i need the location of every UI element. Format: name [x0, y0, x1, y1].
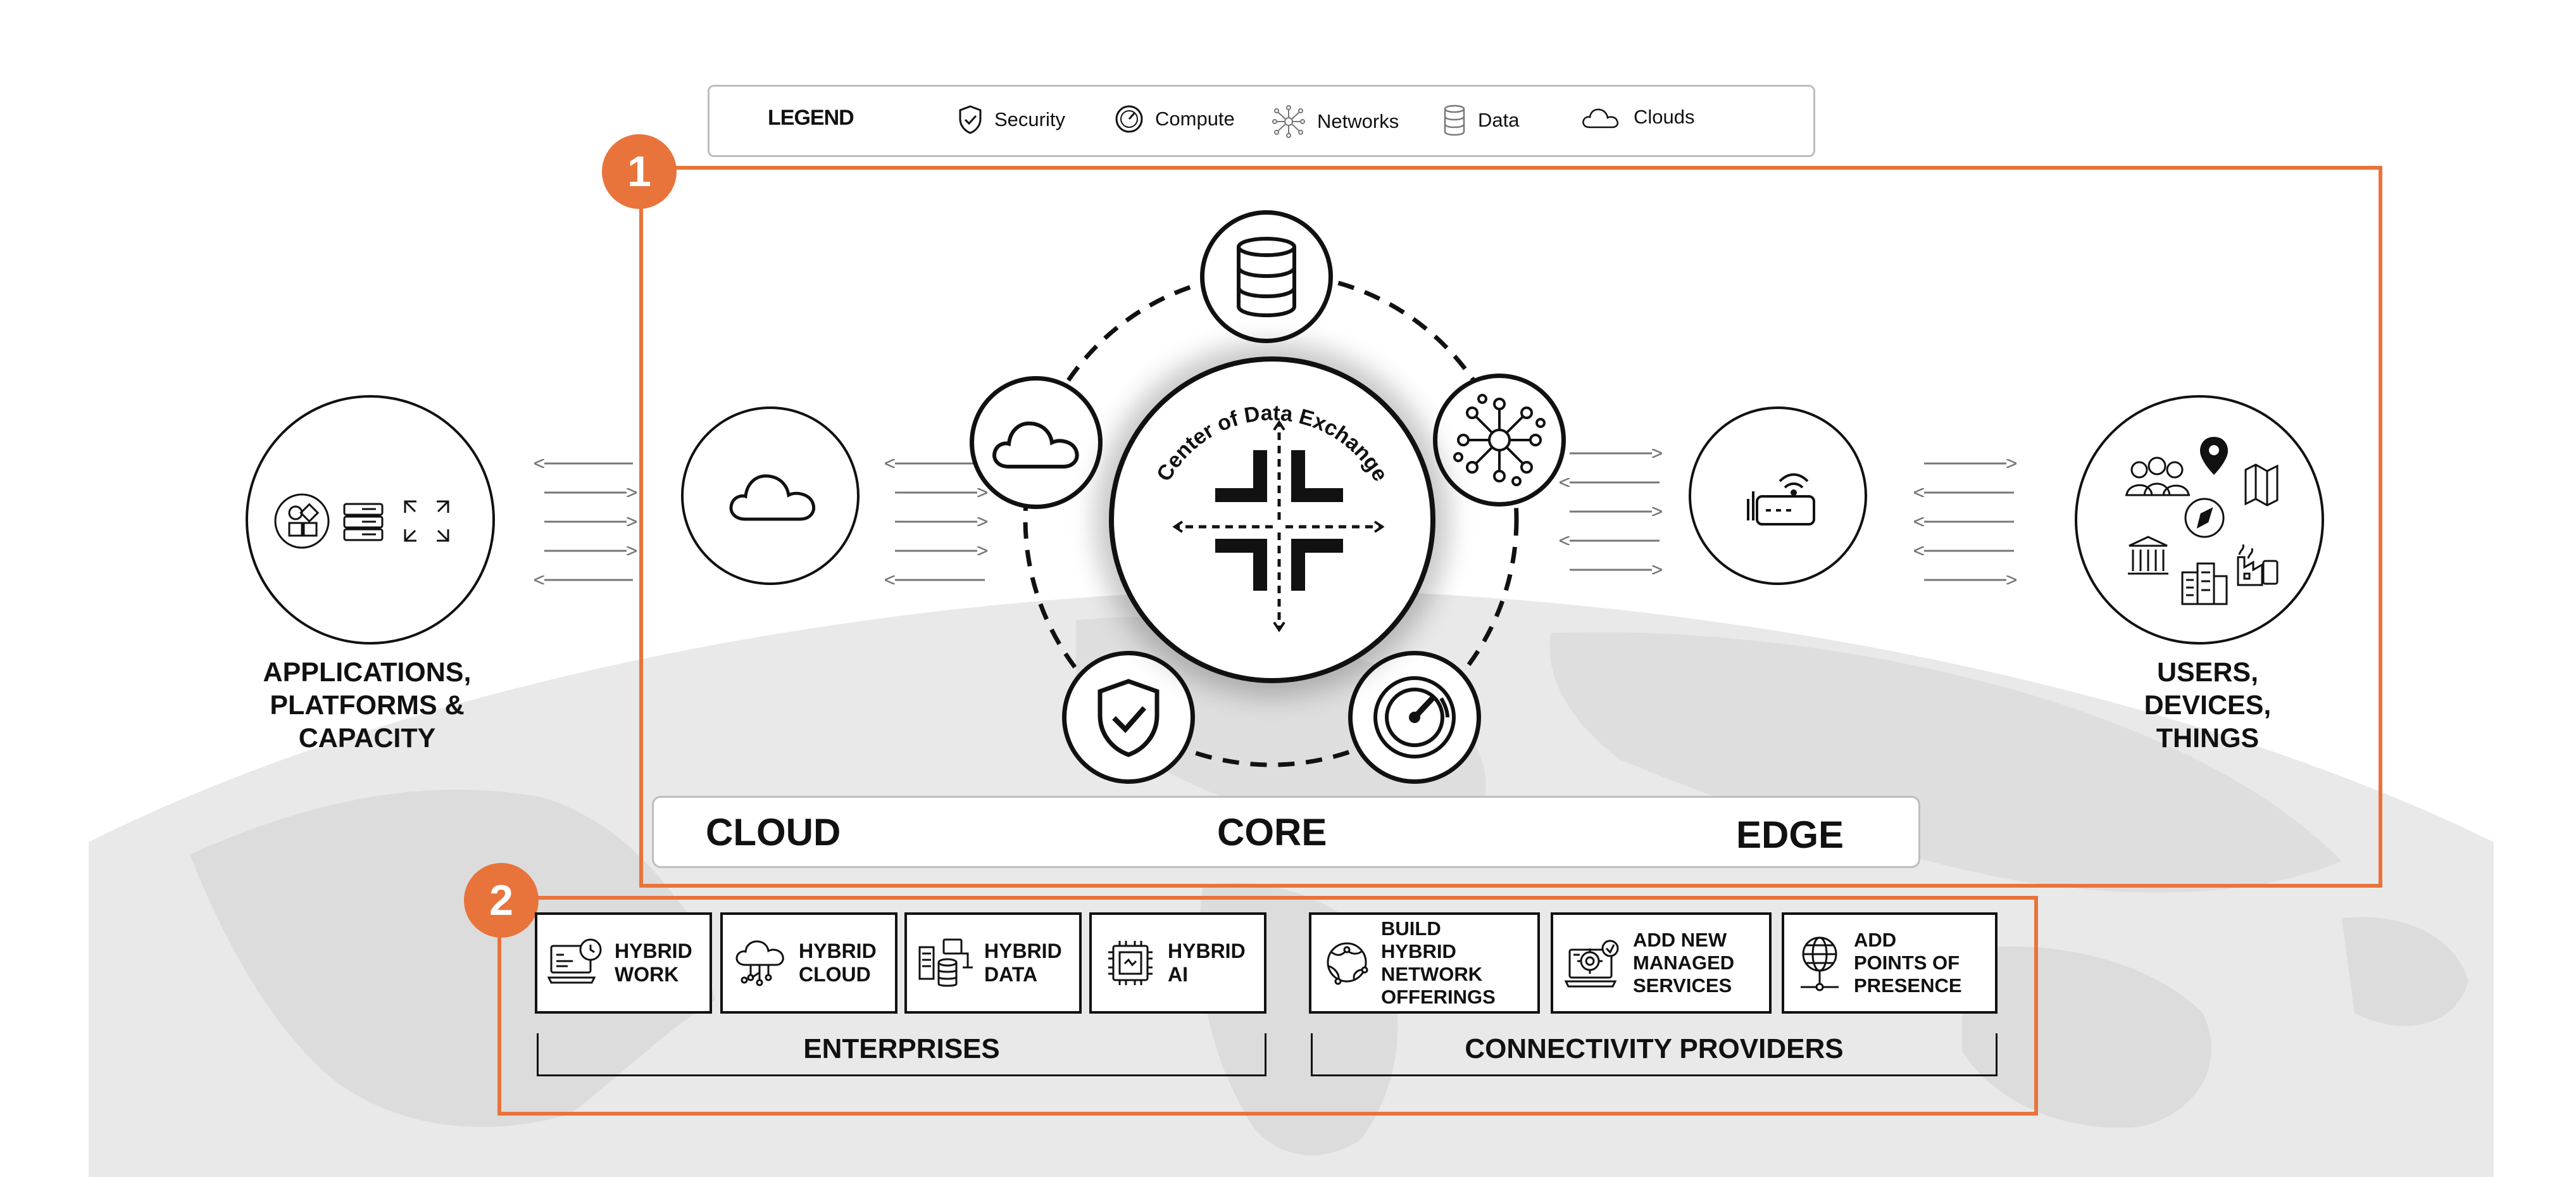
tile-label: HYBRID WORK	[615, 940, 692, 986]
tile-hybrid-cloud: HYBRID CLOUD	[720, 912, 897, 1014]
section-2-frame	[497, 896, 2038, 1116]
zone-cloud-label: CLOUD	[706, 811, 841, 853]
users-devices-icons	[2125, 437, 2279, 605]
tile-label: HYBRID CLOUD	[799, 940, 877, 986]
tile-hybrid-data: HYBRID DATA	[904, 912, 1082, 1014]
badge-2: 2	[464, 863, 539, 938]
hub-graphic: Center of Data Exchange	[1152, 401, 1392, 633]
security-ring-node	[1062, 651, 1195, 784]
compute-ring-node	[1348, 651, 1481, 784]
edge-node	[1689, 406, 1867, 585]
tile-label: ADD NEW MANAGED SERVICES	[1633, 929, 1735, 997]
gauge-icon	[1373, 676, 1456, 758]
providers-bracket: CONNECTIVITY PROVIDERS	[1311, 1033, 1998, 1076]
network-ring-node	[1433, 374, 1566, 507]
cloud-icon	[729, 474, 815, 521]
users-label: USERS, DEVICES, THINGS	[2144, 657, 2272, 753]
data-ring-node	[1200, 210, 1333, 343]
network-icon	[1453, 394, 1546, 486]
database-icon	[1237, 237, 1296, 318]
expand-icon	[404, 500, 449, 542]
laptop-icon	[547, 938, 602, 984]
tile-label: BUILD HYBRID NETWORK OFFERINGS	[1381, 917, 1496, 1008]
cloud-icon	[1582, 108, 1619, 129]
router-icon	[1747, 473, 1815, 526]
legend-label-clouds: Clouds	[1634, 106, 1695, 128]
globe-network-icon	[1327, 942, 1368, 985]
zones-bar: CLOUD CORE EDGE	[652, 796, 1920, 868]
apps-platforms-icons	[274, 493, 449, 549]
location-pin-icon	[2200, 437, 2228, 475]
core-corners-icon	[1215, 450, 1343, 591]
tile-add-points-of-presence: ADD POINTS OF PRESENCE	[1782, 912, 1998, 1014]
chip-icon	[1108, 941, 1153, 985]
tile-label: HYBRID AI	[1168, 940, 1246, 986]
applications-circle	[246, 395, 495, 645]
cloud-icon	[992, 421, 1079, 469]
globe-pin-icon	[1801, 936, 1839, 991]
map-icon	[2244, 463, 2279, 507]
section-1-frame	[639, 166, 2382, 888]
tile-label: ADD POINTS OF PRESENCE	[1854, 929, 1962, 997]
apps-icon	[274, 493, 330, 549]
compass-icon	[2184, 498, 2225, 538]
legend-panel: LEGEND Security Compute Networks Data Cl…	[708, 85, 1815, 157]
providers-label: CONNECTIVITY PROVIDERS	[1465, 1033, 1844, 1064]
center-of-data-exchange: Center of Data Exchange	[1109, 356, 1435, 683]
database-icon	[1444, 104, 1465, 136]
zone-edge-label: EDGE	[1736, 814, 1844, 856]
cloud-ring-node	[970, 376, 1103, 509]
managed-service-icon	[1564, 940, 1619, 988]
legend-title: LEGEND	[768, 106, 854, 130]
network-icon	[1272, 105, 1305, 138]
legend-item-clouds: Clouds	[1580, 104, 1695, 130]
users-devices-circle	[2075, 395, 2324, 645]
legend-label-data: Data	[1478, 109, 1520, 131]
tile-add-managed-services: ADD NEW MANAGED SERVICES	[1551, 912, 1772, 1014]
tile-label: HYBRID DATA	[984, 940, 1062, 986]
hub-title: Center of Data Exchange	[1152, 401, 1392, 486]
enterprises-bracket: ENTERPRISES	[537, 1033, 1266, 1076]
legend-item-security: Security	[958, 104, 1065, 135]
shield-icon	[1097, 679, 1160, 757]
cloud-node	[681, 406, 860, 585]
legend-label-compute: Compute	[1155, 108, 1235, 130]
tile-hybrid-ai: HYBRID AI	[1089, 912, 1266, 1014]
tile-hybrid-work: HYBRID WORK	[535, 912, 712, 1014]
shield-icon	[959, 105, 982, 134]
tile-build-hybrid-network: BUILD HYBRID NETWORK OFFERINGS	[1309, 912, 1540, 1014]
cloud-network-icon	[735, 940, 784, 986]
legend-label-security: Security	[994, 108, 1065, 130]
applications-label: APPLICATIONS, PLATFORMS & CAPACITY	[263, 657, 472, 753]
gauge-icon	[1115, 105, 1143, 133]
bank-icon	[2128, 536, 2168, 575]
server-icon	[343, 503, 384, 541]
legend-item-compute: Compute	[1115, 104, 1235, 134]
enterprises-label: ENTERPRISES	[803, 1033, 1000, 1064]
badge-1: 1	[602, 134, 677, 209]
people-icon	[2125, 456, 2190, 496]
legend-label-networks: Networks	[1317, 110, 1399, 132]
zone-core-label: CORE	[1217, 811, 1327, 853]
data-server-icon	[918, 938, 973, 987]
legend-item-networks: Networks	[1272, 104, 1399, 139]
factory-tablet-icon	[2237, 544, 2279, 586]
buildings-icon	[2181, 562, 2228, 605]
legend-item-data: Data	[1442, 104, 1519, 136]
